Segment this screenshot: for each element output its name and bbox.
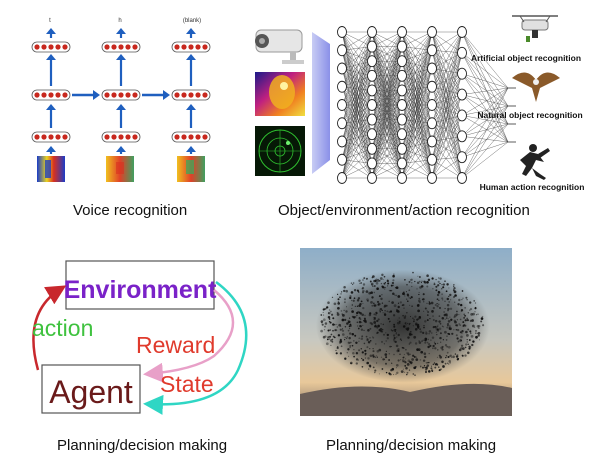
agent-label: Agent — [49, 374, 133, 410]
rnn-layer-0-0 — [31, 41, 71, 53]
rnn-layer-2-2 — [171, 131, 211, 143]
rnn-layer-0-2 — [31, 131, 71, 143]
environment-box — [65, 260, 215, 310]
state-label: State — [160, 371, 214, 397]
voice-recognition-caption: Voice recognition — [73, 202, 188, 219]
rnn-layer-2-0 — [171, 41, 211, 53]
rnn-label-2: (blank) — [183, 18, 201, 24]
rnn-layer-2-1 — [171, 89, 211, 101]
rnn-label-1: h — [118, 18, 121, 24]
rnn-up-arrow — [186, 146, 196, 154]
output-label-artificial: Artificial object recognition — [471, 53, 581, 63]
rnn-right-arrow — [72, 90, 100, 100]
thermal-image — [255, 72, 305, 116]
rnn-up-arrow — [116, 28, 126, 38]
input-funnel — [312, 32, 330, 174]
planning-caption-left: Planning/decision making — [57, 437, 228, 454]
rnn-layer-1-2 — [101, 131, 141, 143]
rnn-up-arrow — [46, 104, 56, 128]
rnn-up-arrow — [186, 54, 196, 86]
bird-flock-photo — [300, 248, 512, 416]
output-label-natural: Natural object recognition — [477, 110, 582, 120]
object-recognition-caption: Object/environment/action recognition — [278, 202, 530, 219]
reward-label: Reward — [136, 332, 215, 358]
output-label-human-action: Human action recognition — [480, 182, 585, 192]
agent-box — [41, 364, 141, 414]
spectrogram-2 — [177, 156, 205, 182]
state-arrow — [143, 280, 248, 415]
rnn-up-arrow — [116, 104, 126, 128]
rnn-up-arrow — [46, 146, 56, 154]
drone-icon — [512, 15, 558, 42]
flock-image — [300, 248, 512, 416]
reinforcement-learning-panel: Environment Agent action Reward State — [24, 252, 254, 424]
action-arrow — [32, 285, 67, 371]
rnn-up-arrow — [116, 54, 126, 86]
planning-caption-right: Planning/decision making — [326, 437, 497, 454]
rnn-layer-1-0 — [101, 41, 141, 53]
radar-image — [255, 126, 305, 176]
rnn-up-arrow — [186, 104, 196, 128]
rl-cycle-diagram: Environment Agent action Reward State — [32, 260, 248, 415]
reward-arrow — [143, 289, 235, 383]
rnn-diagram: t h (blank) — [31, 18, 211, 182]
rnn-layer-0-1 — [31, 89, 71, 101]
rnn-up-arrow — [46, 54, 56, 86]
network-connections — [341, 31, 516, 179]
security-camera-image — [255, 29, 304, 64]
rnn-layer-1-1 — [101, 89, 141, 101]
eagle-icon — [512, 72, 560, 102]
spectrogram-1 — [106, 156, 134, 182]
action-label: action — [32, 315, 93, 341]
rnn-up-arrow — [186, 28, 196, 38]
spectrogram-0 — [37, 156, 65, 182]
rnn-right-arrow — [142, 90, 170, 100]
network-nodes — [337, 26, 467, 184]
environment-label: Environment — [64, 276, 217, 304]
running-man-icon — [520, 144, 550, 180]
rnn-up-arrow — [46, 28, 56, 38]
rnn-label-0: t — [49, 18, 51, 24]
neural-network-diagram: Artificial object recognition Natural ob… — [255, 15, 585, 192]
object-recognition-panel: Artificial object recognition Natural ob… — [250, 8, 596, 198]
voice-recognition-panel: t h (blank) — [20, 10, 230, 190]
rnn-up-arrow — [116, 146, 126, 154]
